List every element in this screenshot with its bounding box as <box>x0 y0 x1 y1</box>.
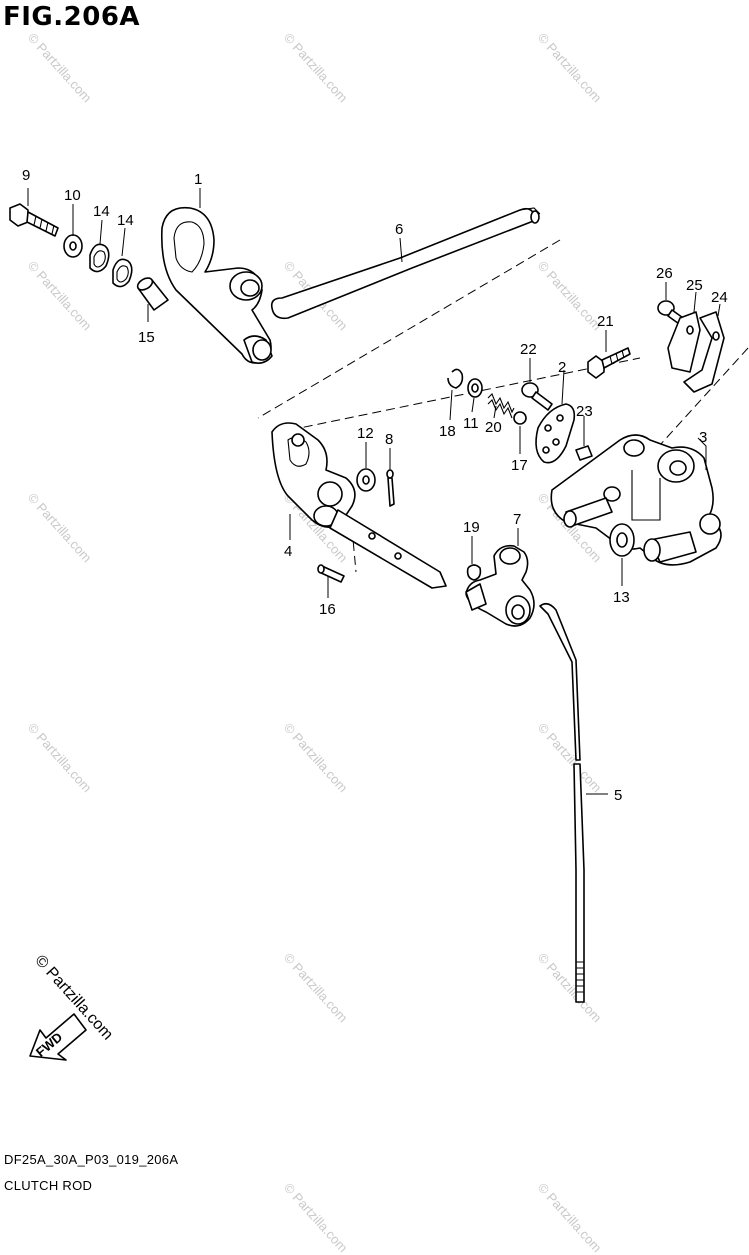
seal-part <box>89 243 133 288</box>
callout-6: 6 <box>395 221 403 238</box>
lever-joint-part <box>465 544 535 627</box>
callout-23: 23 <box>576 403 593 420</box>
callout-labels: 9 10 14 14 15 1 6 4 16 12 8 18 11 20 17 … <box>22 167 728 804</box>
bolt-part <box>521 382 553 411</box>
cotter-pin-part <box>386 469 395 507</box>
assembly-guide-line <box>257 239 561 419</box>
callout-13: 13 <box>613 589 630 606</box>
callout-9: 9 <box>22 167 30 184</box>
figure-title: FIG.206A <box>3 2 141 32</box>
shift-housing-part <box>550 434 722 566</box>
callout-26: 26 <box>656 265 673 282</box>
bolt-part <box>587 347 631 379</box>
callout-18: 18 <box>439 423 456 440</box>
callout-leaders <box>27 188 721 795</box>
washer-part <box>467 378 483 398</box>
callout-1: 1 <box>194 171 202 188</box>
callout-19: 19 <box>463 519 480 536</box>
callout-20: 20 <box>485 419 502 436</box>
diagram-stage: FIG.206A © Partzilla.com © Partzilla.com… <box>3 2 749 1255</box>
figure-code: DF25A_30A_P03_019_206A <box>4 1152 179 1167</box>
bolt-part <box>9 203 59 237</box>
pin-part <box>575 445 593 461</box>
shift-arm-part <box>271 422 447 589</box>
washer-part <box>63 234 83 258</box>
callout-14: 14 <box>93 203 110 220</box>
circlip-part <box>447 368 464 389</box>
callout-5: 5 <box>614 787 622 804</box>
callout-25: 25 <box>686 277 703 294</box>
assembly-guide-line <box>289 357 641 431</box>
clip-part <box>466 564 482 581</box>
callout-3: 3 <box>699 429 707 446</box>
clutch-rod-upper-part <box>270 207 541 320</box>
callout-22: 22 <box>520 341 537 358</box>
callout-12: 12 <box>357 425 374 442</box>
clutch-rod-lower-part <box>539 602 585 1003</box>
callout-4: 4 <box>284 543 292 560</box>
clutch-lever-part <box>160 206 273 364</box>
washer-part <box>356 468 376 492</box>
callout-17: 17 <box>511 457 528 474</box>
callout-8: 8 <box>385 431 393 448</box>
callout-11: 11 <box>463 415 479 432</box>
callout-16: 16 <box>319 601 336 618</box>
bushing-part <box>136 277 169 311</box>
exploded-parts-drawing: FWD <box>9 167 749 1061</box>
plate-part <box>535 403 576 464</box>
assembly-guide-line <box>591 347 749 521</box>
washer-part <box>609 523 635 557</box>
ball-part <box>513 411 527 425</box>
callout-7: 7 <box>513 511 521 528</box>
bracket-part <box>667 311 725 393</box>
callout-15: 15 <box>138 329 155 346</box>
callout-24: 24 <box>711 289 728 306</box>
fwd-arrow-icon: FWD <box>29 1013 87 1061</box>
pin-part <box>317 564 345 583</box>
figure-name: CLUTCH ROD <box>4 1178 93 1193</box>
spring-part <box>487 393 515 419</box>
callout-14: 14 <box>117 212 134 229</box>
callout-2: 2 <box>558 359 566 376</box>
callout-21: 21 <box>597 313 614 330</box>
callout-10: 10 <box>64 187 81 204</box>
